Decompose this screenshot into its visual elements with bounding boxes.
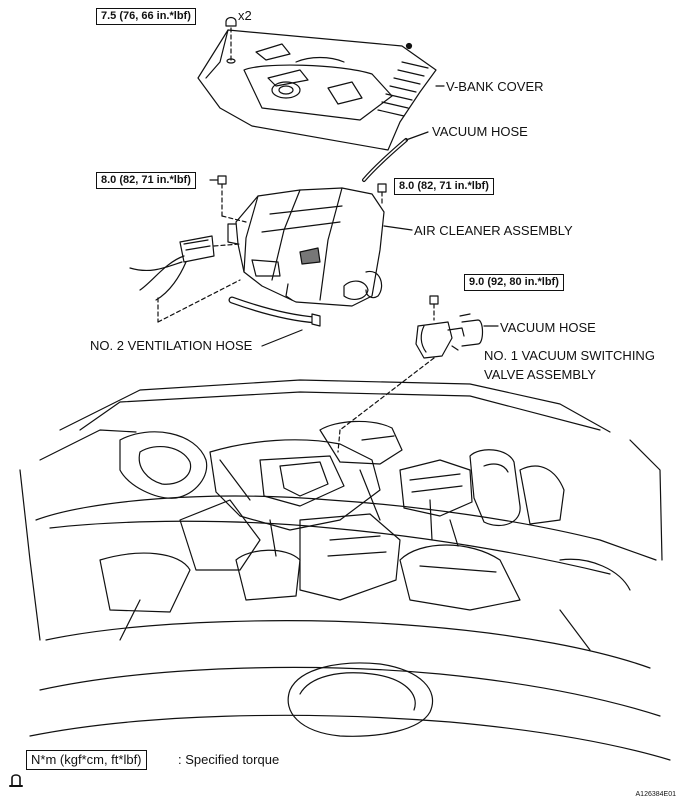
ventilation-hose-label: NO. 2 VENTILATION HOSE <box>90 338 253 353</box>
legend-units: N*m (kgf*cm, ft*lbf) <box>26 750 147 770</box>
vsv-vacuum-hose-label: VACUUM HOSE <box>500 320 596 335</box>
ventilation-hose <box>157 279 321 347</box>
figure-code: A126384E01 <box>635 791 676 798</box>
air-cleaner-right-torque: 8.0 (82, 71 in.*lbf) <box>394 178 494 195</box>
vbank-cover <box>197 29 437 151</box>
vbank-cover-label: V-BANK COVER <box>446 79 544 94</box>
air-cleaner-bolt-right <box>377 183 387 207</box>
vacuum-hose-top <box>362 131 429 182</box>
vbank-cover-nut <box>225 16 237 64</box>
vacuum-hose-label: VACUUM HOSE <box>432 124 528 139</box>
vacuum-switching-valve <box>339 295 499 431</box>
air-cleaner-assembly <box>227 187 385 307</box>
engine-bay <box>19 379 671 761</box>
vbank-cover-quantity: x2 <box>238 8 252 23</box>
vbank-cover-torque: 7.5 (76, 66 in.*lbf) <box>96 8 196 25</box>
wiring-connector <box>129 235 241 301</box>
vsv-install-leader <box>337 429 341 453</box>
air-cleaner-label: AIR CLEANER ASSEMBLY <box>414 223 573 238</box>
legend-description: : Specified torque <box>178 752 280 767</box>
torque-mark-icon <box>9 774 23 787</box>
air-cleaner-bolt-left <box>209 175 247 223</box>
vsv-label-line2: VALVE ASSEMBLY <box>484 367 596 382</box>
vsv-label-line1: NO. 1 VACUUM SWITCHING <box>484 348 655 363</box>
air-cleaner-leader <box>383 225 413 231</box>
air-cleaner-left-torque: 8.0 (82, 71 in.*lbf) <box>96 172 196 189</box>
vsv-torque: 9.0 (92, 80 in.*lbf) <box>464 274 564 291</box>
